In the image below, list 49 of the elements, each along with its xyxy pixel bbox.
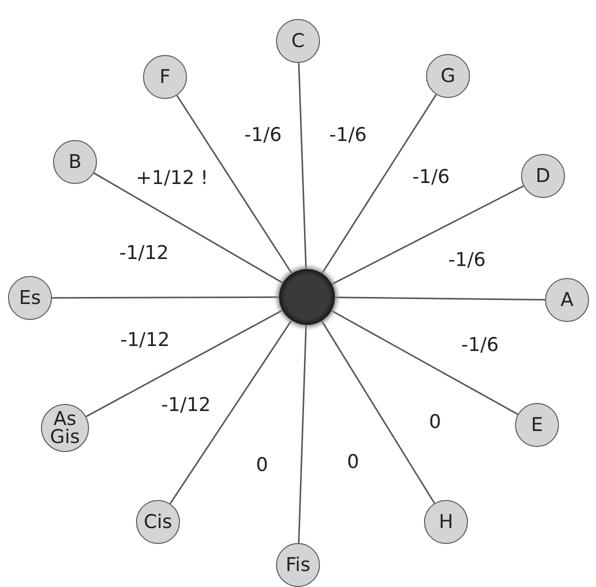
note-name: Fis [284, 556, 312, 574]
connector-line [321, 94, 437, 274]
connector-line [321, 320, 436, 504]
interval-label: -1/12 [120, 329, 170, 351]
connector-line [298, 62, 307, 270]
note-circle [521, 154, 565, 198]
interval-label: -1/6 [461, 334, 499, 356]
interval-label: 0 [428, 411, 442, 433]
note-name: As Gis [50, 410, 80, 446]
connector-line [170, 320, 292, 504]
interval-label: 0 [346, 451, 360, 473]
note-circle [41, 404, 89, 452]
note-circle [424, 500, 468, 544]
note-name: G [440, 66, 456, 86]
interval-label: -1/6 [244, 124, 282, 146]
note-name: Es [18, 288, 42, 308]
note-circle [136, 500, 180, 544]
connector-line [86, 310, 283, 418]
note-name: E [530, 416, 544, 434]
note-name: B [67, 152, 83, 172]
note-circle [8, 276, 52, 320]
connector-line [335, 296, 545, 300]
note-circle [545, 278, 589, 322]
connector-line [331, 310, 518, 415]
note-name: F [158, 68, 172, 86]
interval-label: -1/6 [329, 124, 367, 146]
note-name: Cis [143, 512, 173, 532]
note-name: D [534, 166, 552, 186]
note-circle [276, 543, 320, 587]
connector-line [52, 296, 279, 299]
interval-label: -1/12 [161, 394, 211, 416]
interval-label: -1/6 [448, 249, 486, 271]
note-circle [515, 403, 559, 447]
connector-line [298, 324, 307, 544]
note-name: A [560, 290, 574, 310]
hub-circle [279, 269, 335, 325]
note-circle [276, 19, 320, 63]
connector-line [332, 185, 524, 285]
interval-label: 0 [256, 454, 268, 476]
connector-line [176, 95, 292, 274]
note-circle [426, 54, 470, 98]
note-name: C [290, 32, 306, 50]
interval-label: +1/12 ! [136, 167, 208, 189]
connector-line [94, 172, 284, 284]
interval-label: -1/12 [119, 242, 169, 264]
note-circle [143, 55, 187, 99]
interval-label: -1/6 [412, 166, 450, 188]
note-circle [53, 140, 97, 184]
note-name: H [438, 512, 454, 532]
